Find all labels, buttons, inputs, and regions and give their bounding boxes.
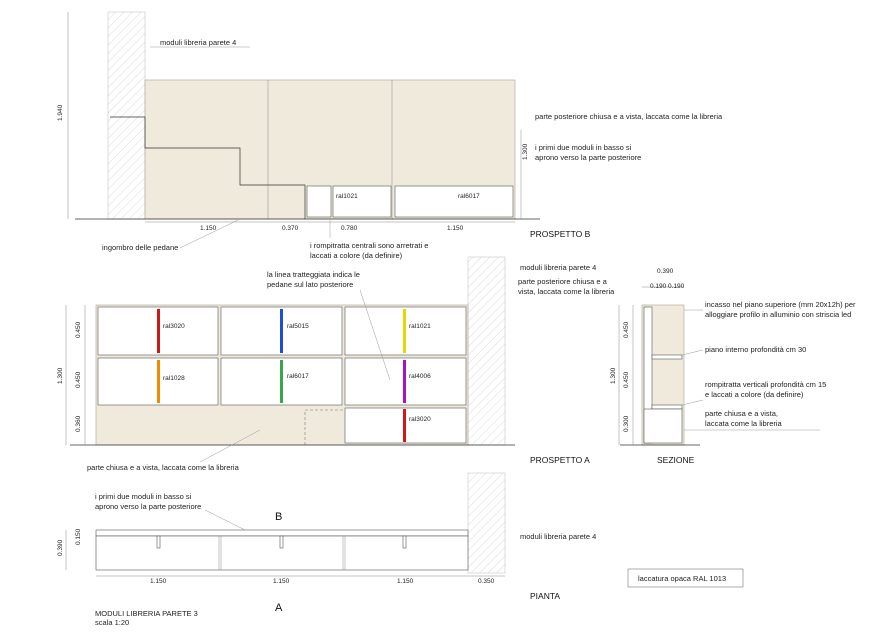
label-rompitratta-1: i rompitratta centrali sono arretrati e bbox=[310, 241, 428, 250]
ral-a-6: ral4006 bbox=[409, 373, 431, 380]
dim-a-r2: 0.450 bbox=[75, 371, 82, 388]
dim-p-d2: 0.150 bbox=[75, 528, 82, 545]
divider-a-6 bbox=[403, 360, 406, 403]
divider-a-1 bbox=[157, 309, 160, 353]
ral-a-4: ral1028 bbox=[163, 375, 185, 382]
dim-s-r3: 0.300 bbox=[623, 415, 630, 432]
dim-b-1: 1.150 bbox=[200, 225, 217, 232]
view-title-section: SEZIONE bbox=[657, 455, 695, 465]
section-bottom bbox=[643, 408, 683, 444]
pedane-outline bbox=[110, 116, 306, 219]
dim-a-r3: 0.360 bbox=[75, 415, 82, 432]
dim-b-4: 1.150 bbox=[447, 225, 464, 232]
divider-a-3 bbox=[403, 309, 406, 353]
lacquer-box bbox=[627, 568, 744, 588]
label-first-two-b-2: aprono verso la parte posteriore bbox=[535, 153, 641, 162]
label-dashed-1: la linea tratteggiata indica le bbox=[267, 270, 360, 279]
drawing-scale: scala 1:20 bbox=[95, 618, 129, 627]
view-title-b: PROSPETTO B bbox=[530, 229, 591, 239]
dim-p-1: 1.150 bbox=[150, 578, 167, 585]
dim-p-d1: 0.390 bbox=[57, 539, 64, 556]
dim-s-r2: 0.450 bbox=[623, 371, 630, 388]
dim-b-right: 1.300 bbox=[522, 143, 529, 160]
label-first-two-b-1: i primi due moduli in basso si bbox=[535, 143, 632, 152]
dim-p-3: 1.150 bbox=[397, 578, 414, 585]
wall-hatch-a bbox=[467, 256, 506, 446]
module-b-1 bbox=[306, 185, 332, 218]
label-closed-visible-a: parte chiusa e a vista, laccata come la … bbox=[87, 463, 240, 472]
dim-p-4: 0.350 bbox=[478, 578, 495, 585]
label-parte-chiusa-1: parte chiusa e a vista, bbox=[705, 409, 778, 418]
section-shelf-2 bbox=[651, 404, 683, 410]
dim-b-2: 0.370 bbox=[282, 225, 299, 232]
label-pedane: ingombro delle pedane bbox=[102, 243, 178, 252]
label-first-two-p-1: i primi due moduli in basso si bbox=[95, 492, 192, 501]
label-lacquer: laccatura opaca RAL 1013 bbox=[638, 574, 726, 583]
divider-a-5 bbox=[280, 360, 283, 403]
dim-p-2: 1.150 bbox=[273, 578, 290, 585]
label-back-closed-b: parte posteriore chiusa e a vista, lacca… bbox=[535, 112, 723, 121]
ral-a-2: ral5015 bbox=[287, 323, 309, 330]
label-first-two-p-2: aprono verso la parte posteriore bbox=[95, 502, 201, 511]
dim-b-height: 1.940 bbox=[57, 104, 64, 121]
label-rompitratta-2: laccati a colore (da definire) bbox=[310, 251, 403, 260]
dim-s-top: 0.390 bbox=[657, 268, 674, 275]
marker-b: B bbox=[275, 511, 282, 523]
label-wall-top: moduli libreria parete 4 bbox=[160, 38, 236, 47]
ral-a-7: ral3020 bbox=[409, 416, 431, 423]
label-wall-a: moduli libreria parete 4 bbox=[520, 263, 596, 272]
elevation-b: ral1021 ral6017 1.940 1.300 1.150 0.370 … bbox=[57, 11, 723, 260]
marker-a: A bbox=[275, 602, 283, 614]
ral-a-3: ral1021 bbox=[409, 323, 431, 330]
label-rompitratta-v-2: e laccati a colore (da definire) bbox=[705, 390, 804, 399]
plan-top-rail bbox=[95, 529, 469, 537]
section-shelf-1 bbox=[651, 354, 683, 360]
divider-a-2 bbox=[280, 309, 283, 353]
label-piano-interno: piano interno profondità cm 30 bbox=[705, 345, 806, 354]
section-view: 0.390 0.190 0.190 1.300 0.450 0.450 0.30… bbox=[610, 268, 856, 465]
wall-hatch-b bbox=[107, 11, 146, 220]
wall-hatch-plan bbox=[467, 472, 506, 574]
view-title-a: PROSPETTO A bbox=[530, 455, 590, 465]
divider-a-7 bbox=[403, 409, 406, 442]
module-b-2 bbox=[332, 185, 392, 218]
dim-a-r1: 0.450 bbox=[75, 321, 82, 338]
label-back-a-1: parte posteriore chiusa e a bbox=[518, 277, 608, 286]
dim-s-r1: 0.450 bbox=[623, 321, 630, 338]
dim-s-a: 0.190 bbox=[650, 283, 667, 290]
label-rompitratta-v-1: rompitratta verticali profondità cm 15 bbox=[705, 380, 826, 389]
dim-b-3: 0.780 bbox=[341, 225, 358, 232]
ral-a-5: ral6017 bbox=[287, 373, 309, 380]
dim-a-left: 1.300 bbox=[57, 367, 64, 384]
label-parte-chiusa-2: laccata come la libreria bbox=[705, 419, 783, 428]
ral-a-1: ral3020 bbox=[163, 323, 185, 330]
label-wall-p: moduli libreria parete 4 bbox=[520, 532, 596, 541]
ral-b-2: ral6017 bbox=[458, 193, 480, 200]
label-incasso-2: alloggiare profilo in alluminio con stri… bbox=[705, 310, 851, 319]
module-b-3 bbox=[394, 185, 514, 218]
ral-b-1: ral1021 bbox=[336, 193, 358, 200]
elevation-a: ral3020 ral5015 ral1021 ral1028 ral6017 … bbox=[57, 256, 615, 472]
divider-a-4 bbox=[157, 360, 160, 403]
label-incasso-1: incasso nel piano superiore (mm 20x12h) … bbox=[705, 300, 856, 309]
dim-s-left: 1.300 bbox=[610, 367, 617, 384]
label-dashed-2: pedane sul lato posteriore bbox=[267, 280, 353, 289]
label-back-a-2: vista, laccata come la libreria bbox=[518, 287, 615, 296]
drawing-title: MODULI LIBRERIA PARETE 3 bbox=[95, 609, 198, 618]
plan-view: 1.150 1.150 1.150 0.350 0.390 0.150 i pr… bbox=[57, 472, 744, 627]
view-title-plan: PIANTA bbox=[530, 591, 560, 601]
dim-s-b: 0.190 bbox=[668, 283, 685, 290]
